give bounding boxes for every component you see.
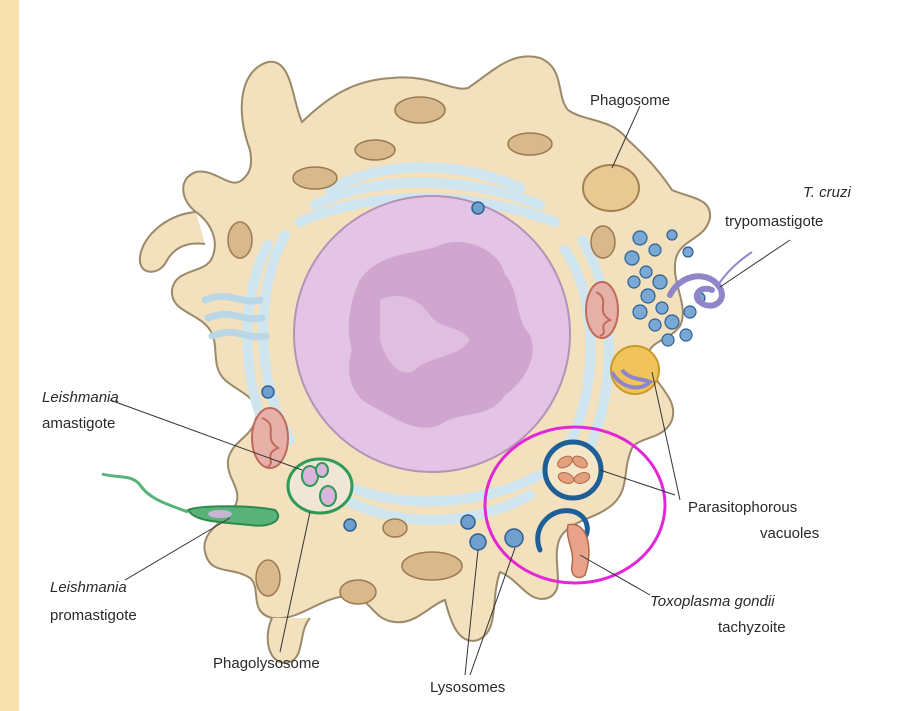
- phagosome: [583, 165, 639, 211]
- label-toxoplasma: Toxoplasma gondii: [650, 593, 775, 610]
- label-leishmania-promastigote-2: promastigote: [50, 607, 137, 624]
- label-leishmania-amastigote-2: amastigote: [42, 415, 115, 432]
- label-tachyzoite: tachyzoite: [718, 619, 786, 636]
- label-leishmania-promastigote-1: Leishmania: [50, 579, 127, 596]
- label-t-cruzi: T. cruzi: [803, 184, 851, 201]
- label-parasitophorous: Parasitophorous: [688, 499, 797, 516]
- label-phagolysosome: Phagolysosome: [213, 655, 320, 672]
- label-phagosome: Phagosome: [590, 92, 670, 109]
- label-vacuoles: vacuoles: [760, 525, 819, 542]
- cell-protrusion-left: [140, 212, 205, 272]
- label-leishmania-amastigote-1: Leishmania: [42, 389, 119, 406]
- label-trypomastigote: trypomastigote: [725, 213, 823, 230]
- parasitophorous-vacuole-toxoplasma: [545, 442, 601, 498]
- label-lysosomes: Lysosomes: [430, 679, 505, 696]
